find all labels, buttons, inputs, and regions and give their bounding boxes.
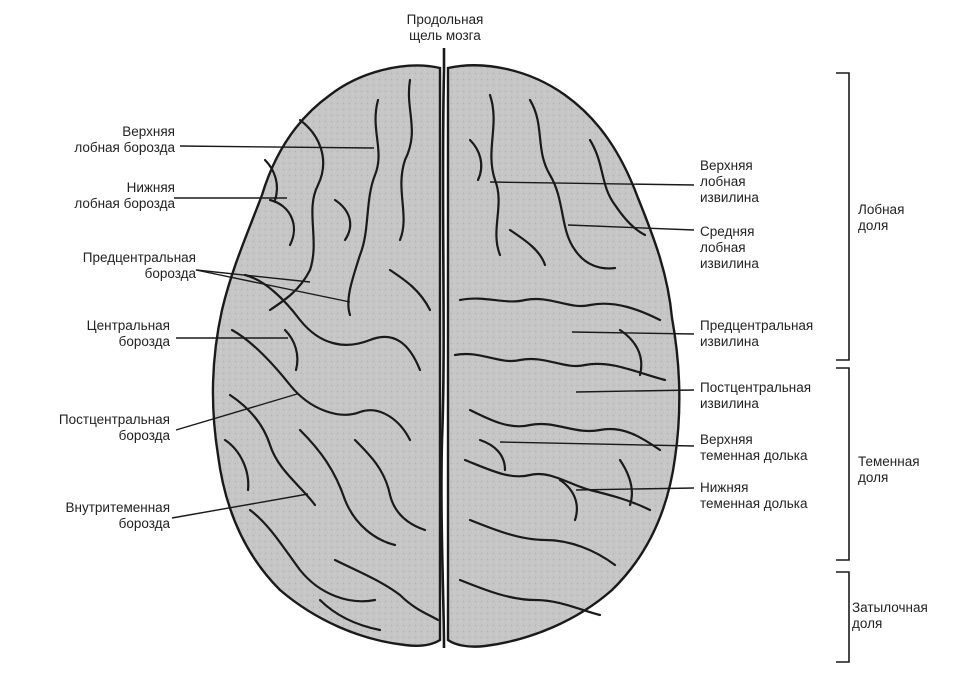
label-postcentral-sulcus: Постцентральная борозда bbox=[58, 412, 170, 443]
lobe-brackets bbox=[836, 72, 850, 663]
parietal-lobe-bracket bbox=[836, 367, 850, 561]
label-precentral-gyrus: Предцентральная извилина bbox=[700, 318, 814, 349]
label-inferior-frontal-sulcus: Нижняя лобная борозда bbox=[74, 180, 175, 211]
occipital-lobe-bracket bbox=[836, 571, 850, 663]
label-precentral-sulcus: Предцентральная борозда bbox=[82, 250, 196, 281]
label-middle-frontal-gyrus: Средняя лобная извилина bbox=[700, 224, 759, 271]
right-sulci bbox=[453, 93, 667, 617]
right-leader-lines bbox=[443, 48, 695, 491]
left-hemisphere bbox=[211, 64, 442, 647]
label-intraparietal-sulcus: Внутритеменная борозда bbox=[65, 500, 171, 531]
label-postcentral-gyrus: Постцентральная извилина bbox=[700, 380, 812, 411]
label-inferior-parietal-lobule: Нижняя теменная долька bbox=[700, 480, 808, 511]
right-hemisphere bbox=[446, 64, 681, 648]
label-occipital-lobe: Затылочная доля bbox=[852, 600, 928, 631]
label-superior-frontal-gyrus: Верхняя лобная извилина bbox=[700, 158, 759, 205]
label-central-sulcus: Центральная борозда bbox=[86, 318, 170, 349]
left-sulci bbox=[223, 78, 440, 632]
label-superior-parietal-lobule: Верхняя теменная долька bbox=[700, 432, 808, 463]
label-parietal-lobe: Теменная доля bbox=[858, 454, 920, 485]
label-longitudinal-fissure: Продольная щель мозга bbox=[406, 12, 484, 43]
label-superior-frontal-sulcus: Верхняя лобная борозда bbox=[74, 124, 175, 155]
longitudinal-fissure bbox=[440, 48, 446, 649]
left-leader-lines bbox=[171, 145, 375, 519]
frontal-lobe-bracket bbox=[836, 72, 850, 361]
label-frontal-lobe: Лобная доля bbox=[858, 202, 905, 233]
